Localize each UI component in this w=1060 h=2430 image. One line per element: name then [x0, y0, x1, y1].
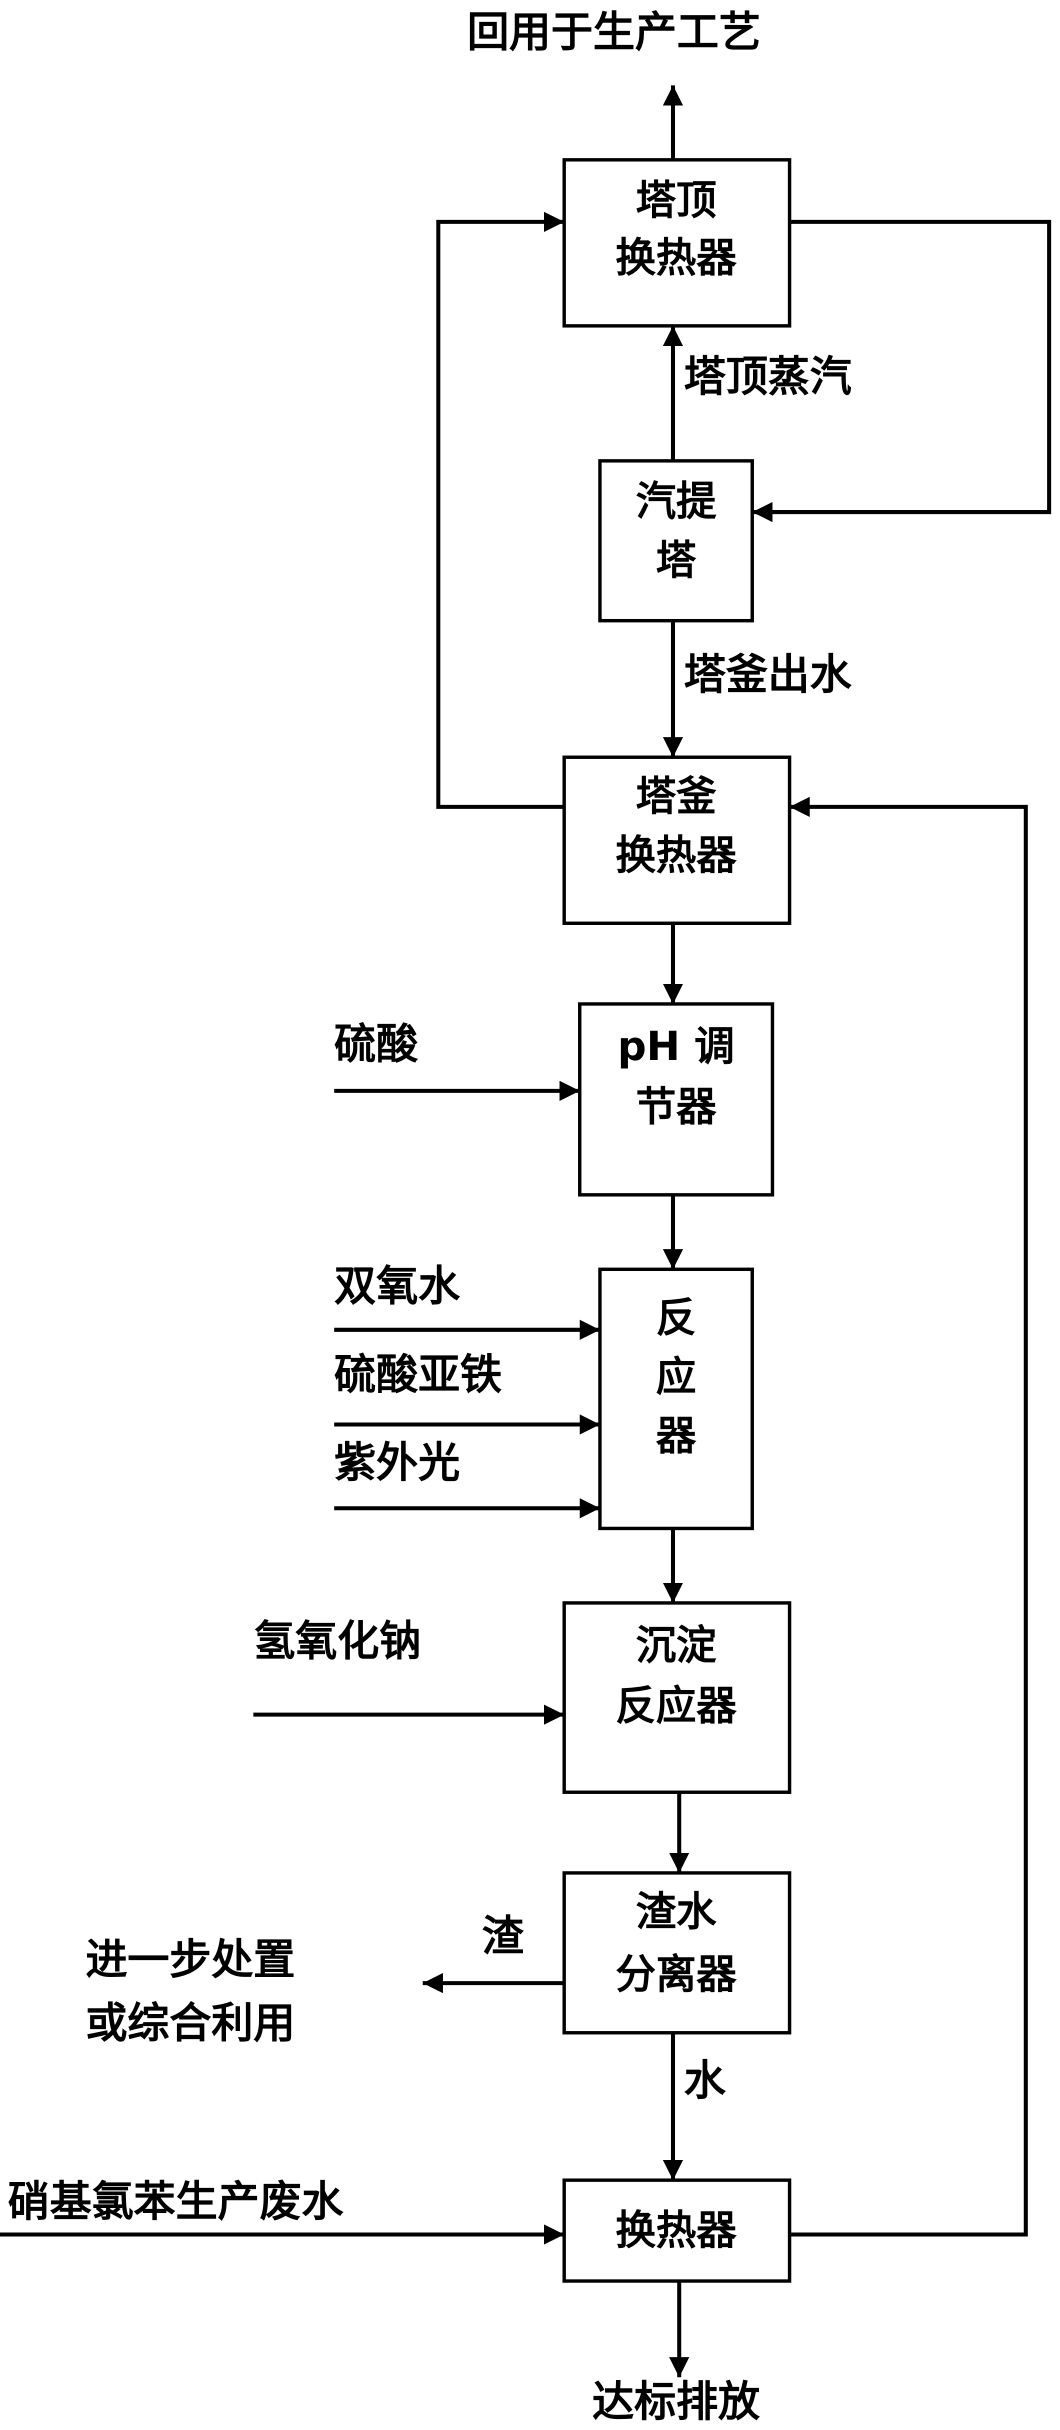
discharge-label: 达标排放: [592, 2377, 760, 2426]
hydrogen-peroxide-label: 双氧水: [334, 1261, 461, 1310]
precipitation-reactor-box: [562, 1601, 792, 1794]
top-heat-exchanger-label-line1: 塔顶: [636, 177, 717, 224]
uv-light-label: 紫外光: [334, 1438, 460, 1487]
bottom-heat-exchanger-label-line2: 换热器: [616, 832, 738, 879]
heat-exchanger-label: 换热器: [616, 2207, 738, 2254]
bottom-heat-exchanger-label-line1: 塔釜: [636, 773, 717, 820]
precipitation-reactor-label-line2: 反应器: [616, 1682, 738, 1729]
reactor-box: [598, 1267, 754, 1531]
further-disposal-label-line2: 或综合利用: [85, 1998, 295, 2047]
bottom-heat-exchanger-box: [562, 755, 792, 925]
wastewater-label: 硝基氯苯生产废水: [8, 2177, 345, 2226]
slag-water-separator-label-line2: 分离器: [616, 1951, 738, 1998]
heat-exchanger-box: [562, 2178, 792, 2283]
bottom-water-label: 塔釜出水: [684, 650, 853, 699]
ph-adjuster-label-line2: 节器: [636, 1083, 717, 1130]
slag-water-separator-box: [562, 1871, 792, 2035]
reactor-label-line3: 器: [656, 1412, 697, 1459]
stripping-tower-box: [598, 459, 754, 623]
loop-feed-to-bottom-exchanger: [789, 796, 1028, 2237]
precipitation-reactor-label-line1: 沉淀: [636, 1622, 717, 1669]
output-reuse-label: 回用于生产工艺: [467, 8, 761, 57]
sulfuric-acid-label: 硫酸: [334, 1019, 418, 1068]
top-vapor-label: 塔顶蒸汽: [684, 352, 852, 401]
ferrous-sulfate-label: 硫酸亚铁: [334, 1350, 502, 1399]
loop-top-exchanger-to-tower: [752, 219, 1052, 523]
reactor-label-line1: 反: [656, 1294, 696, 1341]
slag-label: 渣: [482, 1912, 524, 1961]
further-disposal-label-line1: 进一步处置: [85, 1935, 295, 1984]
slag-water-separator-label-line1: 渣水: [636, 1889, 717, 1936]
reactor-label-line2: 应: [656, 1353, 696, 1400]
stripping-tower-label-line2: 塔: [656, 537, 697, 584]
water-label: 水: [684, 2056, 727, 2105]
loop-bottom-to-top-exchanger: [436, 211, 565, 809]
stripping-tower-label-line1: 汽提: [636, 478, 717, 525]
sodium-hydroxide-label: 氢氧化钠: [253, 1617, 421, 1666]
ph-adjuster-label-line1: pH 调: [618, 1023, 735, 1070]
top-heat-exchanger-label-line2: 换热器: [616, 235, 738, 282]
ph-adjuster-box: [578, 1002, 775, 1197]
